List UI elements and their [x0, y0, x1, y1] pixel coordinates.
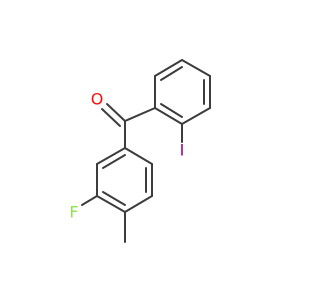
bond	[96, 195, 126, 213]
iodophenyl-ring	[154, 59, 211, 125]
double-bond-inner	[160, 103, 183, 118]
carbonyl-double-bond	[106, 103, 126, 122]
bond	[124, 147, 153, 165]
double-bond-inner	[102, 154, 126, 169]
bond	[124, 107, 156, 122]
c-f-bond	[81, 195, 98, 206]
structure-canvas: O I F	[69, 59, 211, 243]
bond	[96, 147, 126, 165]
carbonyl-double-bond	[101, 108, 121, 127]
molecule-drawing: O I F	[69, 59, 211, 243]
bond	[181, 107, 211, 125]
fluorine-atom-label: F	[69, 203, 78, 222]
iodine-atom-label: I	[180, 141, 185, 160]
double-bond-inner	[102, 191, 126, 206]
oxygen-atom-label: O	[91, 90, 104, 109]
double-bond-inner	[160, 66, 183, 81]
carbonyl-group	[101, 103, 156, 127]
bond	[154, 59, 183, 77]
fluoromethylphenyl-ring	[96, 120, 153, 213]
bond	[181, 59, 211, 77]
bond	[124, 195, 153, 213]
bond	[154, 107, 183, 125]
